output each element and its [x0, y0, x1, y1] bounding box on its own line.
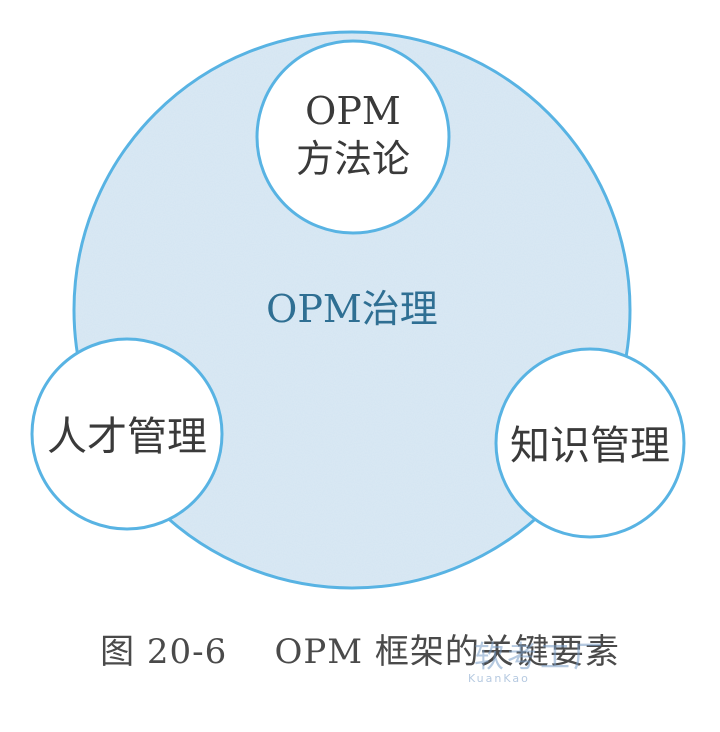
center-label: OPM治理 [266, 287, 438, 331]
methodology-label-line2: 方法论 [296, 137, 410, 181]
watermark-sub-text: KuanKao [468, 672, 530, 685]
opm-framework-diagram: OPM治理 OPM 方法论 人才管理 知识管理 [30, 30, 686, 590]
caption-gap [227, 632, 274, 672]
talent-management-circle [30, 337, 224, 531]
methodology-label-line1: OPM [305, 89, 401, 133]
talent-management-label: 人才管理 [47, 414, 207, 460]
methodology-circle [255, 39, 451, 235]
figure-number: 图 20-6 [100, 632, 228, 672]
knowledge-management-circle [494, 347, 686, 539]
knowledge-management-label: 知识管理 [510, 423, 670, 469]
figure-caption: 图 20-6 OPM 框架的关键要素 [0, 624, 720, 673]
figure-title: OPM 框架的关键要素 [274, 632, 620, 672]
